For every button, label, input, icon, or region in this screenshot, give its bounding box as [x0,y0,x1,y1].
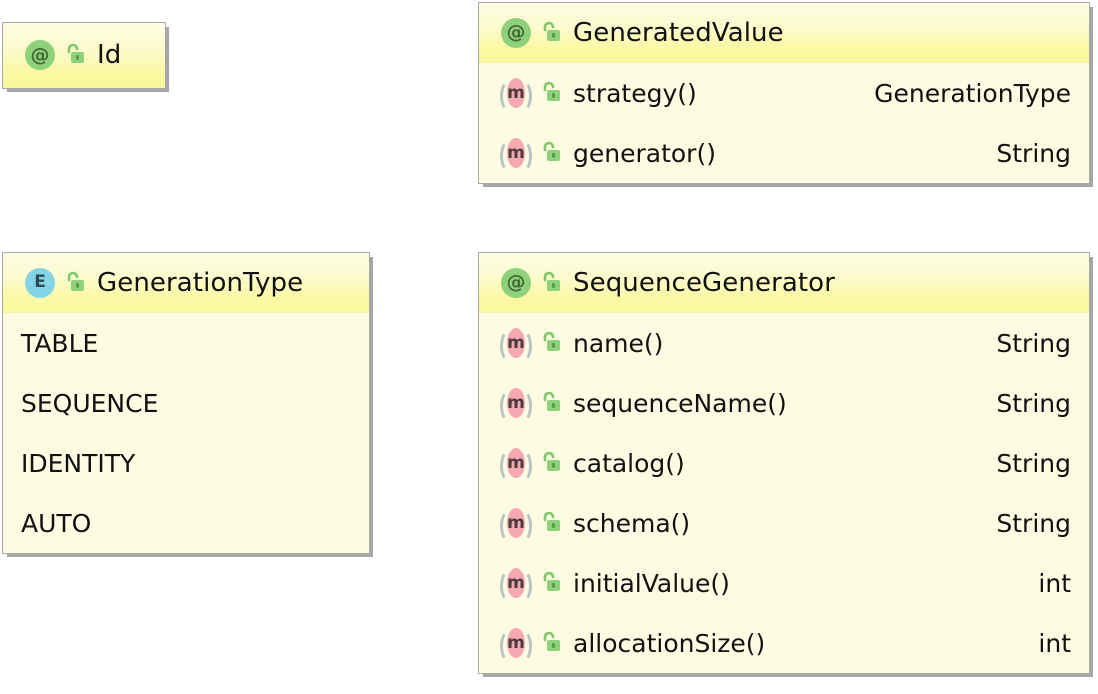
uml-body-generatedvalue: m strategy() GenerationType m [479,63,1089,183]
unlocked-padlock-icon [537,268,563,298]
method-icon: m [499,386,533,422]
uml-header-sequencegenerator[interactable]: @ SequenceGenerator [479,253,1089,313]
enum-icon-glyph: E [25,267,55,298]
uml-title-generatedvalue: GeneratedValue [573,17,784,48]
annotation-icon: @ [499,16,533,50]
annotation-icon: @ [23,38,57,72]
annotation-icon-glyph: @ [25,40,55,70]
member-type: String [996,388,1071,418]
method-icon: m [499,626,533,662]
member-name: schema() [573,508,691,538]
unlocked-padlock-icon [537,628,563,658]
unlocked-padlock-icon [537,328,563,358]
method-icon-glyph: m [507,452,525,473]
method-icon-glyph: m [507,632,525,653]
uml-header-generationtype[interactable]: E GenerationType [3,253,369,313]
uml-enum-constant-row[interactable]: IDENTITY [3,433,369,493]
method-icon-glyph: m [507,332,525,353]
unlocked-padlock-icon [537,138,563,168]
annotation-icon: @ [499,266,533,300]
enum-constant-name: AUTO [21,508,92,538]
unlocked-padlock-icon [537,568,563,598]
uml-member-row[interactable]: m name() String [479,313,1089,373]
member-type: String [996,448,1071,478]
uml-class-box-generationtype[interactable]: E GenerationType TABLE SEQUENCE IDENTITY… [2,252,370,554]
method-icon: m [499,76,533,112]
method-icon: m [499,446,533,482]
member-name: catalog() [573,448,685,478]
unlocked-padlock-icon [537,448,563,478]
uml-class-box-id[interactable]: @ Id [2,22,166,89]
member-name: initialValue() [573,568,730,598]
uml-member-row[interactable]: m allocationSize() int [479,613,1089,673]
uml-class-box-sequencegenerator[interactable]: @ SequenceGenerator m na [478,252,1090,674]
uml-member-row[interactable]: m strategy() GenerationType [479,63,1089,123]
annotation-icon-glyph: @ [501,17,531,48]
unlocked-padlock-icon [537,18,563,48]
annotation-icon-glyph: @ [501,267,531,298]
method-icon-glyph: m [507,572,525,593]
member-name: generator() [573,138,716,168]
uml-title-generationtype: GenerationType [97,267,304,298]
uml-enum-constant-row[interactable]: SEQUENCE [3,373,369,433]
uml-member-row[interactable]: m initialValue() int [479,553,1089,613]
member-name: sequenceName() [573,388,787,418]
uml-title-id: Id [97,40,122,70]
member-type: String [996,328,1071,358]
enum-constant-name: SEQUENCE [21,388,159,418]
method-icon-glyph: m [507,392,525,413]
uml-member-row[interactable]: m sequenceName() String [479,373,1089,433]
uml-member-row[interactable]: m schema() String [479,493,1089,553]
method-icon-glyph: m [507,512,525,533]
unlocked-padlock-icon [61,40,87,70]
enum-constant-name: IDENTITY [21,448,136,478]
method-icon-glyph: m [507,142,525,163]
uml-body-generationtype: TABLE SEQUENCE IDENTITY AUTO [3,313,369,553]
method-icon: m [499,506,533,542]
uml-member-row[interactable]: m generator() String [479,123,1089,183]
method-icon-glyph: m [507,82,525,103]
uml-class-box-generatedvalue[interactable]: @ GeneratedValue m [478,2,1090,184]
unlocked-padlock-icon [61,268,87,298]
unlocked-padlock-icon [537,78,563,108]
unlocked-padlock-icon [537,508,563,538]
method-icon: m [499,566,533,602]
uml-enum-constant-row[interactable]: TABLE [3,313,369,373]
member-name: allocationSize() [573,628,766,658]
uml-member-row[interactable]: m catalog() String [479,433,1089,493]
method-icon: m [499,136,533,172]
member-name: name() [573,328,664,358]
uml-enum-constant-row[interactable]: AUTO [3,493,369,553]
enum-constant-name: TABLE [21,328,99,358]
uml-header-generatedvalue[interactable]: @ GeneratedValue [479,3,1089,63]
member-type: int [1038,628,1071,658]
uml-title-sequencegenerator: SequenceGenerator [573,267,835,298]
member-type: String [996,138,1071,168]
member-type: int [1038,568,1071,598]
enum-icon: E [23,266,57,300]
member-name: strategy() [573,78,697,108]
member-type: String [996,508,1071,538]
uml-header-id[interactable]: @ Id [3,23,165,88]
unlocked-padlock-icon [537,388,563,418]
uml-body-sequencegenerator: m name() String m [479,313,1089,673]
member-type: GenerationType [874,78,1071,108]
method-icon: m [499,326,533,362]
